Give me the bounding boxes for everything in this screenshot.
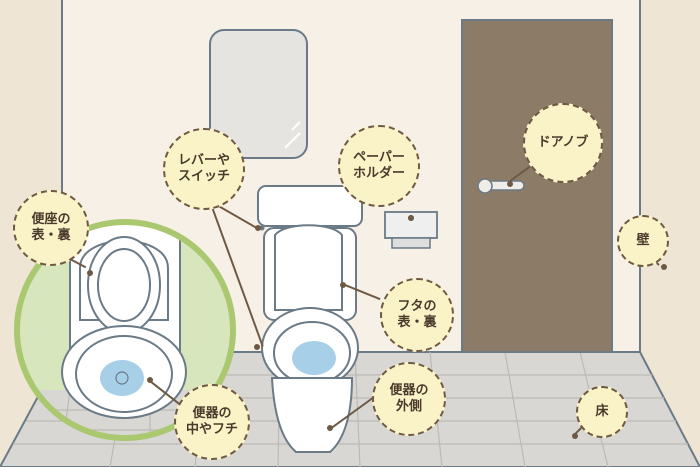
dot-seat <box>87 270 93 276</box>
dot-paper-holder <box>408 215 414 221</box>
door <box>461 19 613 353</box>
label-wall: 壁 <box>617 215 669 267</box>
toilet <box>257 185 363 453</box>
toilet-bowl-outside <box>270 377 354 453</box>
zoom-detail-circle <box>14 219 236 441</box>
label-lid: フタの 表・裏 <box>380 278 454 352</box>
label-door-knob: ドアノブ <box>523 103 603 183</box>
toilet-lid <box>274 224 343 311</box>
mirror <box>209 29 308 159</box>
dot-door-knob <box>507 181 513 187</box>
label-bowl-inside: 便器の 中やフチ <box>174 384 250 460</box>
dot-lever <box>255 225 261 231</box>
dot-bowl-outside <box>327 425 333 431</box>
dot-lever-lower <box>254 344 260 350</box>
dot-lid <box>340 282 346 288</box>
dot-wall <box>661 264 667 270</box>
label-lever-switch: レバーや スイッチ <box>163 128 245 210</box>
label-bowl-outside: 便器の 外側 <box>372 362 446 436</box>
dot-floor <box>572 433 578 439</box>
label-floor: 床 <box>576 386 628 438</box>
dot-bowl-inside <box>147 377 153 383</box>
label-seat: 便座の 表・裏 <box>13 190 89 266</box>
label-paper-holder: ペーパー ホルダー <box>338 125 420 207</box>
